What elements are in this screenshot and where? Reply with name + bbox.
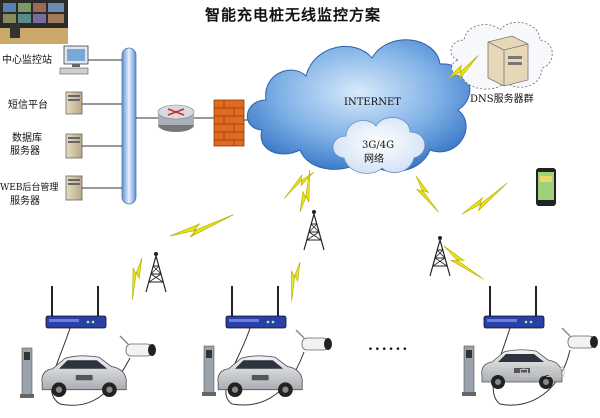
web-server-label-line1: WEB后台管理 [0, 183, 59, 193]
mobile-network-label-line2: 网络 [364, 154, 384, 165]
firewall-icon [213, 99, 245, 147]
monitor-room-image [0, 0, 68, 44]
database-server-icon [65, 133, 83, 159]
dns-servers-label: DNS服务器群 [470, 94, 534, 105]
monitoring-center-label: 中心监控站 [2, 55, 52, 66]
4g-router-icon [45, 285, 545, 329]
database-server-label-line1: 数据库 [12, 133, 42, 144]
mobile-network-cloud [332, 117, 426, 174]
network-bus [121, 47, 137, 205]
monitoring-computer-icon [59, 45, 89, 75]
more-stations-ellipsis: ...... [368, 338, 410, 354]
sms-platform-label: 短信平台 [8, 100, 48, 111]
web-server-icon [65, 175, 83, 201]
dns-server-icon [487, 35, 529, 87]
database-server-label-line2: 服务器 [10, 146, 40, 157]
sms-server-icon [65, 91, 83, 115]
smartphone-icon [536, 168, 556, 206]
diagram-title: 智能充电桩无线监控方案 [205, 6, 382, 24]
web-server-label-line2: 服务器 [10, 196, 40, 207]
internet-label: INTERNET [344, 97, 401, 108]
mobile-network-label-line1: 3G/4G [362, 140, 395, 151]
watermark: 百度经验 [518, 365, 567, 379]
core-router-icon [157, 104, 195, 132]
